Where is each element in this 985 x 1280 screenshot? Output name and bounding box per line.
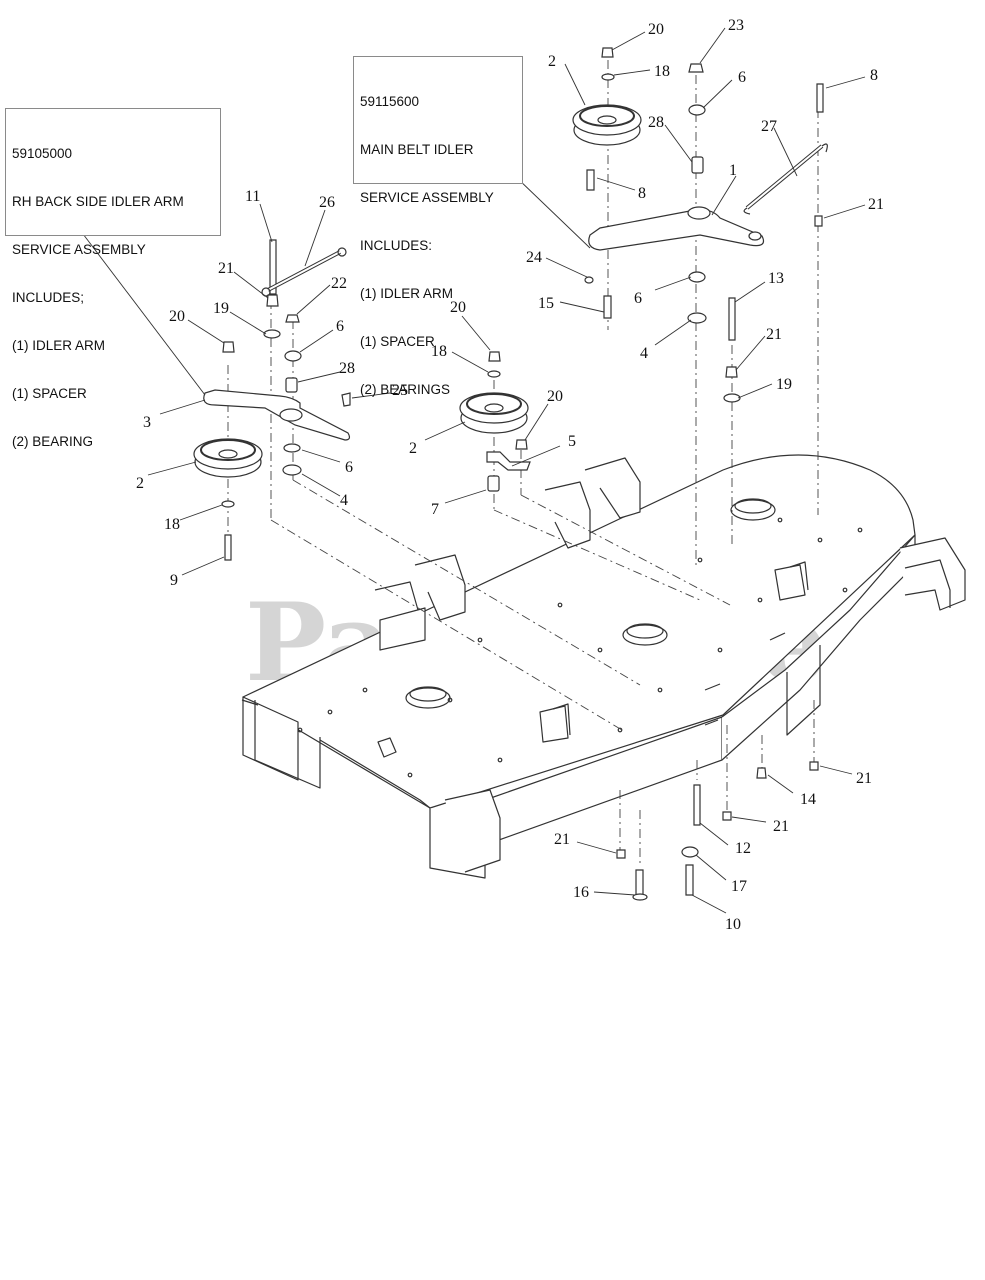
part-label: 2 (409, 440, 417, 457)
part-label: 16 (573, 884, 589, 901)
callout-line: SERVICE ASSEMBLY (12, 242, 146, 257)
part-label: 20 (648, 21, 664, 38)
idler-pulley-right (572, 104, 642, 146)
callout-line: INCLUDES; (12, 290, 85, 305)
part-label: 1 (729, 162, 737, 179)
part-label: 19 (213, 300, 229, 317)
callout-line: MAIN BELT IDLER (360, 142, 474, 157)
part-label: 10 (725, 916, 741, 933)
parts (193, 47, 828, 901)
callout-part-number: 59115600 (360, 94, 420, 109)
part-label: 6 (738, 69, 746, 86)
part-label: 21 (773, 818, 789, 835)
idler-pulley-middle (459, 392, 529, 434)
idler-arm-right (588, 209, 765, 251)
callout-rh-back-side-idler-arm: 59105000 RH BACK SIDE IDLER ARM SERVICE … (5, 108, 221, 449)
callout-main-belt-idler: 59115600 MAIN BELT IDLER SERVICE ASSEMBL… (353, 56, 523, 397)
part-label: 18 (164, 516, 180, 533)
idler-arm-left (203, 389, 351, 441)
part-label: 17 (731, 878, 747, 895)
part-label: 14 (800, 791, 816, 808)
part-label: 21 (554, 831, 570, 848)
part-label: 12 (735, 840, 751, 857)
part-label: 27 (761, 118, 777, 135)
part-label: 21 (766, 326, 782, 343)
leader-lines (79, 27, 866, 914)
part-label: 20 (547, 388, 563, 405)
part-number-labels: 20 23 2 18 6 8 28 27 1 8 21 24 15 6 13 4… (136, 17, 884, 933)
part-label: 23 (728, 17, 744, 34)
part-label: 21 (868, 196, 884, 213)
part-label: 19 (776, 376, 792, 393)
part-label: 21 (218, 260, 234, 277)
part-label: 18 (431, 343, 447, 360)
part-label: 24 (526, 249, 542, 266)
part-label: 20 (450, 299, 466, 316)
part-label: 9 (170, 572, 178, 589)
callout-part-number: 59105000 (12, 146, 73, 161)
callout-line: SERVICE ASSEMBLY (360, 190, 494, 205)
mower-deck (241, 454, 966, 879)
part-label: 22 (331, 275, 347, 292)
part-label: 8 (870, 67, 878, 84)
part-label: 6 (336, 318, 344, 335)
part-label: 2 (136, 475, 144, 492)
part-label: 11 (245, 188, 260, 205)
callout-line: (2) BEARING (12, 434, 94, 449)
part-label: 6 (634, 290, 642, 307)
callout-line: (1) SPACER (12, 386, 87, 401)
part-label: 18 (654, 63, 670, 80)
part-label: 7 (431, 501, 439, 518)
part-label: 4 (640, 345, 648, 362)
part-label: 5 (568, 433, 576, 450)
part-label: 4 (340, 492, 348, 509)
part-label: 13 (768, 270, 784, 287)
callout-line: (1) IDLER ARM (360, 286, 454, 301)
part-label: 8 (638, 185, 646, 202)
callout-line: (1) SPACER (360, 334, 435, 349)
part-label: 28 (648, 114, 664, 131)
part-label: 3 (143, 414, 151, 431)
part-label: 26 (319, 194, 335, 211)
part-label: 6 (345, 459, 353, 476)
callout-line: INCLUDES: (360, 238, 433, 253)
part-label: 15 (538, 295, 554, 312)
callout-line: (1) IDLER ARM (12, 338, 106, 353)
part-label: 2 (548, 53, 556, 70)
part-label: 28 (339, 360, 355, 377)
callout-line: RH BACK SIDE IDLER ARM (12, 194, 184, 209)
idler-pulley-left (193, 438, 263, 478)
callout-line: (2) BEARINGS (360, 382, 451, 397)
part-label: 21 (856, 770, 872, 787)
part-label: 25 (392, 382, 408, 399)
part-label: 20 (169, 308, 185, 325)
